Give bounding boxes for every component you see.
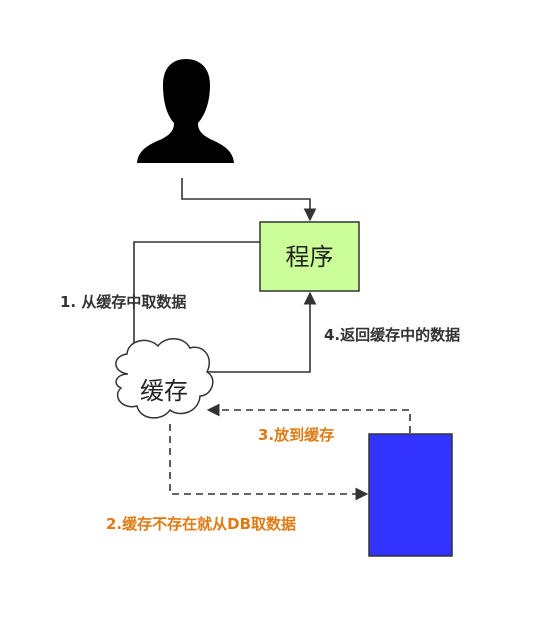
edge-step3-label: 3.放到缓存 (258, 426, 334, 444)
database-node (368, 433, 453, 557)
person-silhouette-icon (137, 59, 234, 163)
cache-node-label: 缓存 (140, 377, 188, 405)
edge-step2-label: 2.缓存不存在就从DB取数据 (106, 515, 296, 533)
program-node: 程序 (259, 221, 360, 292)
cache-node: 缓存 (115, 338, 214, 419)
program-node-label: 程序 (286, 243, 334, 271)
edge-step4 (206, 291, 317, 373)
edge-step4-label: 4.返回缓存中的数据 (324, 326, 460, 344)
edge-step1-label: 1. 从缓存中取数据 (60, 293, 186, 311)
edge-step1 (127, 241, 260, 362)
edge-step3 (206, 403, 411, 433)
edge-user-to-program (181, 178, 317, 222)
